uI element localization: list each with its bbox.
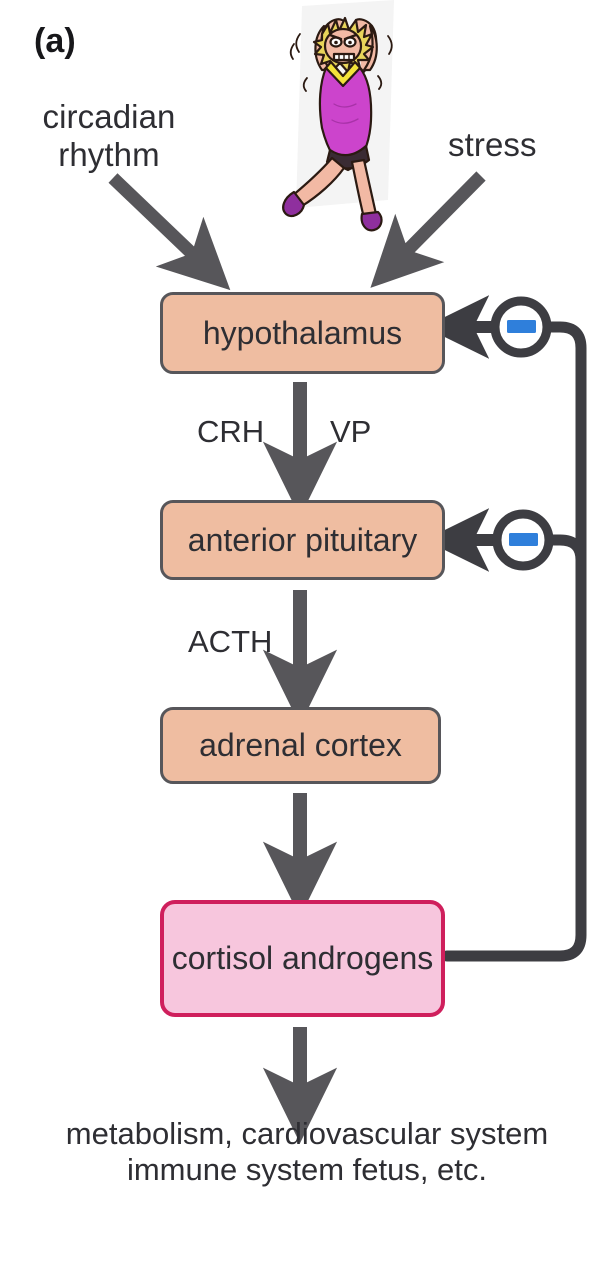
node-cortisol-androgens[interactable]: cortisol androgens <box>160 900 445 1017</box>
arrow-circadian-to-hypothalamus <box>108 173 231 291</box>
hormone-label-crh: CRH <box>197 414 265 449</box>
hormone-label-acth: ACTH <box>188 624 273 659</box>
feedback-branch-pituitary <box>542 534 587 566</box>
stressed-woman-cartoon-icon <box>276 0 408 238</box>
downstream-effects-text: metabolism, cardiovascular system immune… <box>65 1116 549 1188</box>
panel-label: (a) <box>34 22 76 60</box>
node-adrenal-cortex[interactable]: adrenal cortex <box>160 707 441 784</box>
arrow-stress-to-hypothalamus <box>370 171 486 288</box>
node-hypothalamus[interactable]: hypothalamus <box>160 292 445 374</box>
node-anterior-pituitary[interactable]: anterior pituitary <box>160 500 445 580</box>
hormone-label-vp: VP <box>330 414 372 449</box>
feedback-trunk-line <box>441 321 587 962</box>
negative-feedback-badge-hypothalamus <box>490 296 552 358</box>
negative-feedback-badge-pituitary <box>492 509 554 571</box>
input-label-circadian-rhythm: circadian rhythm <box>42 98 176 174</box>
input-label-stress: stress <box>448 126 537 163</box>
